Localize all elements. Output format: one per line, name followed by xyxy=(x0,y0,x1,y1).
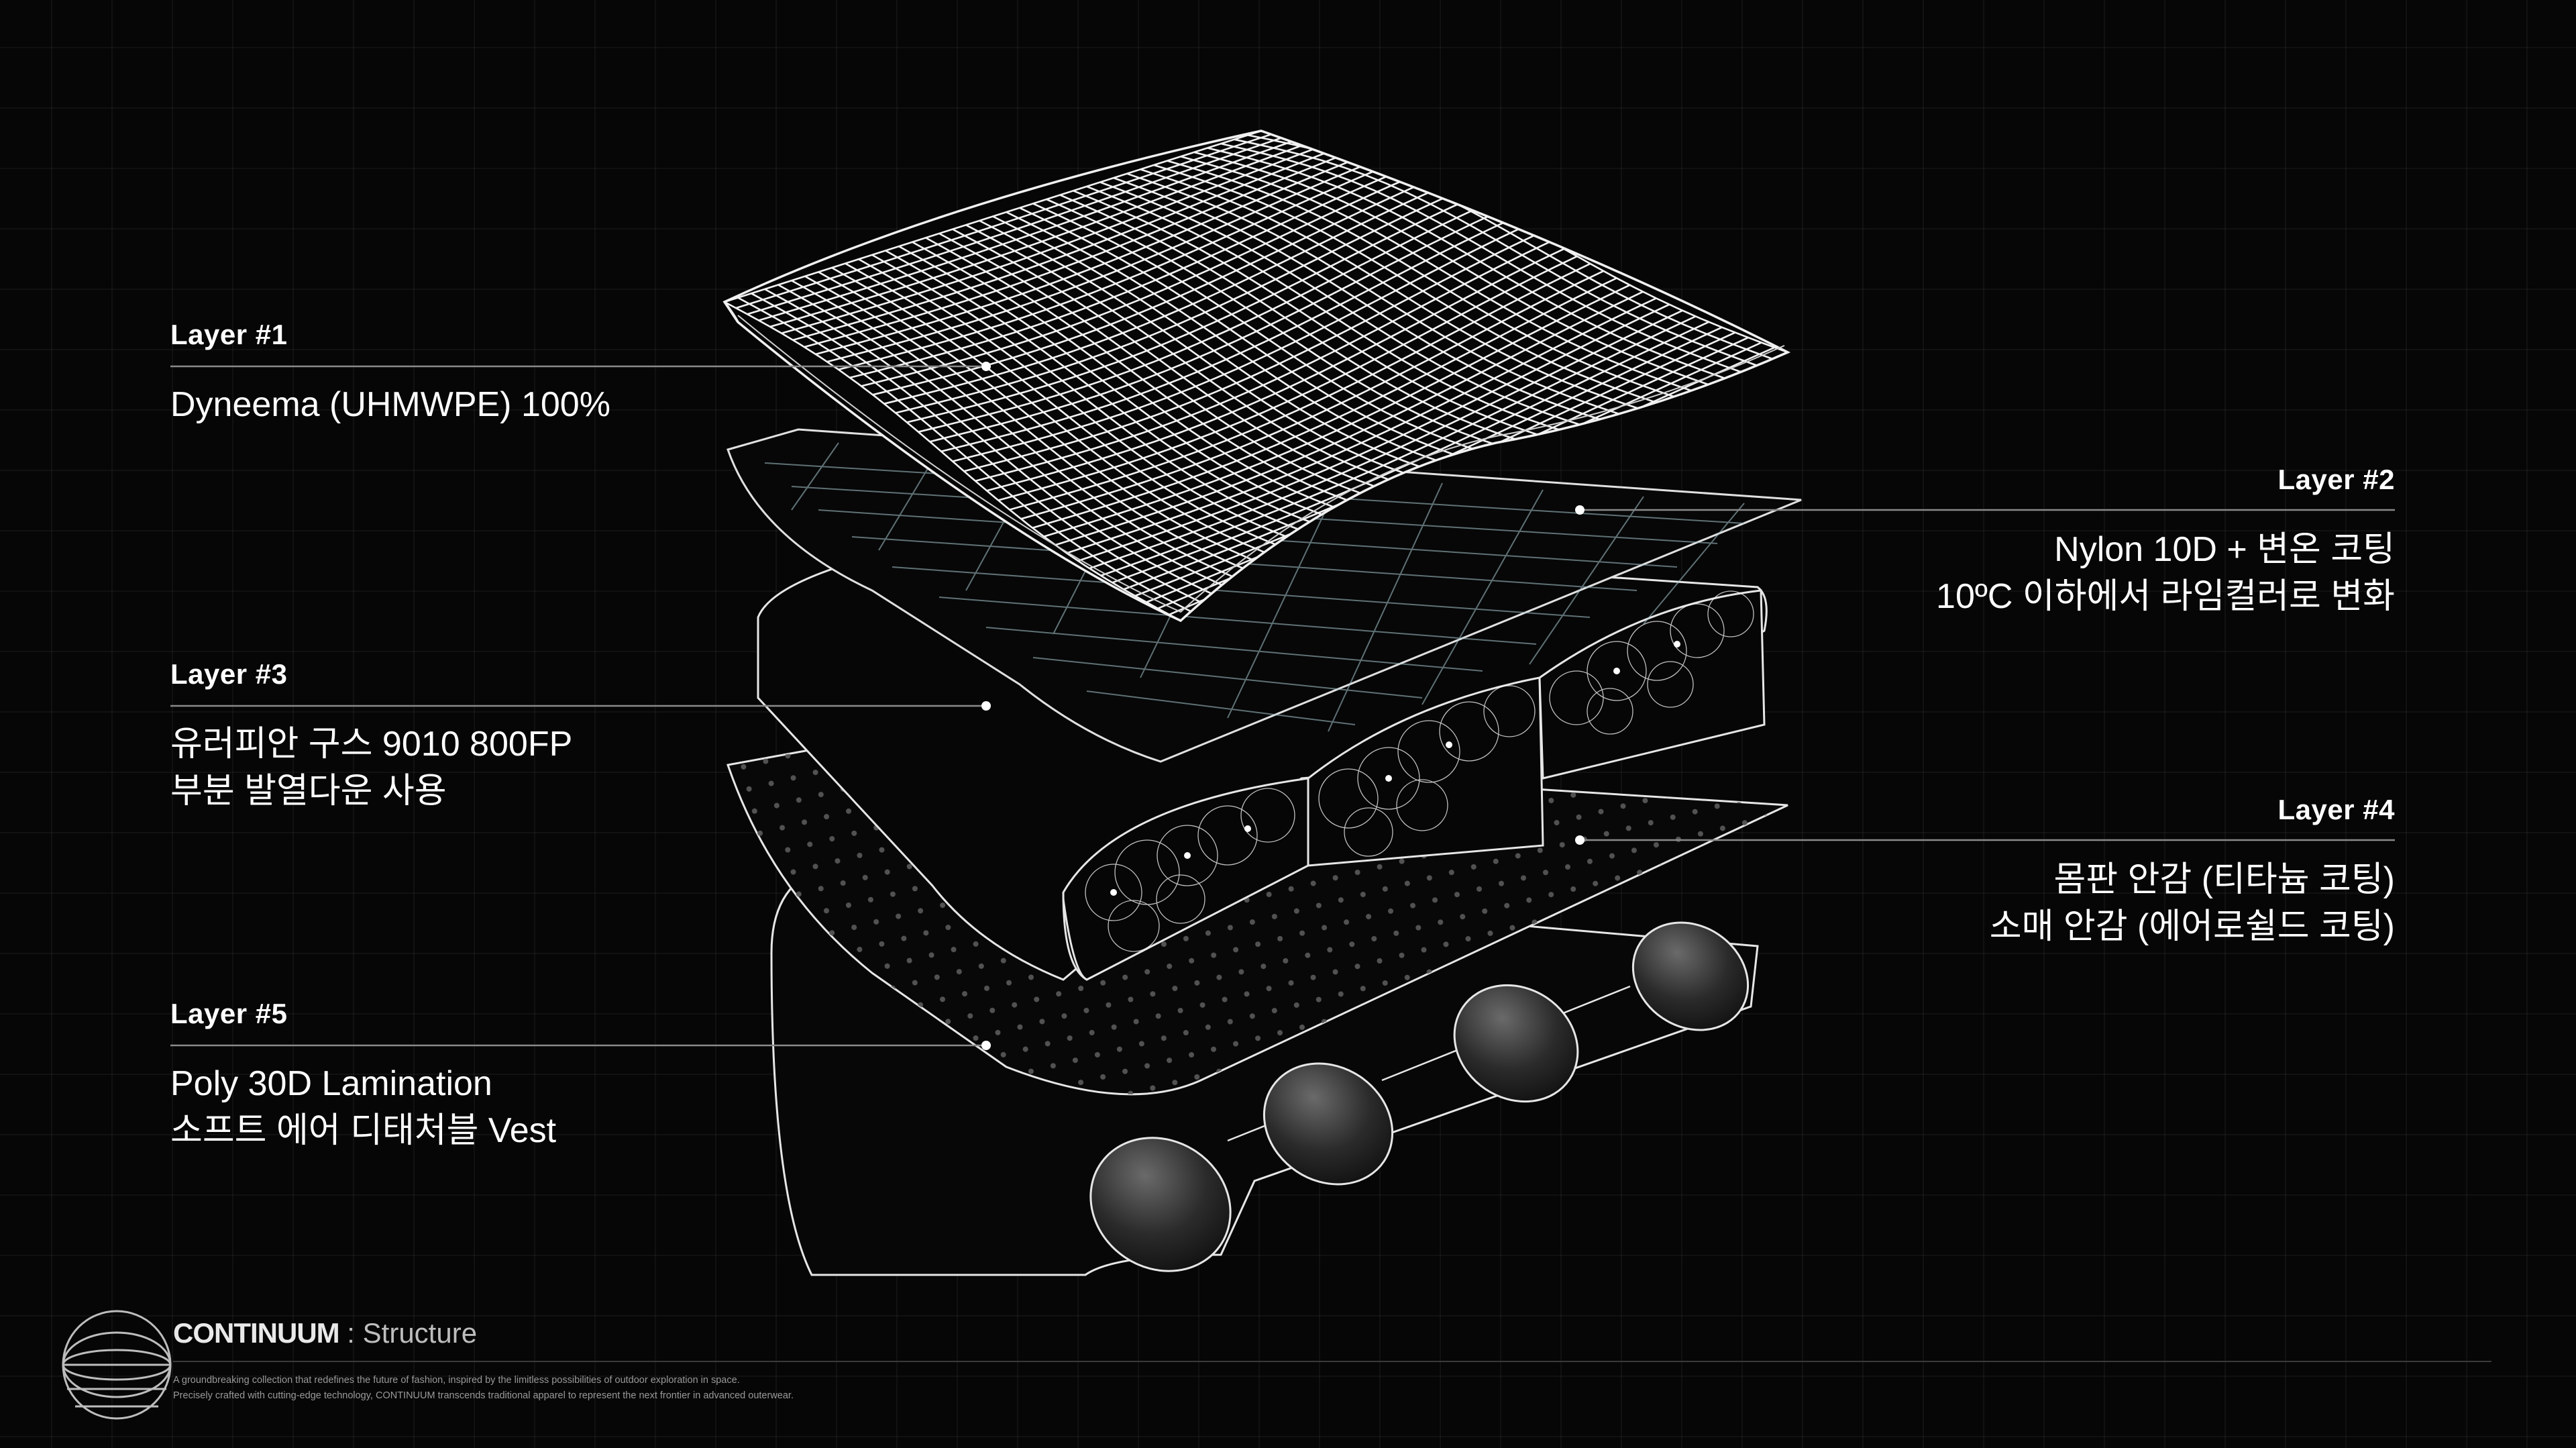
grid-line xyxy=(1032,277,1617,529)
tube-end-3 xyxy=(1453,984,1579,1103)
footer-description: A groundbreaking collection that redefin… xyxy=(173,1373,794,1404)
layer-2-title: Layer #2 xyxy=(2277,464,2395,495)
layer-5-desc: Poly 30D Lamination 소프트 에어 디태처블 Vest xyxy=(170,1060,556,1154)
grid-line xyxy=(1153,164,1667,407)
layer-2-label: Layer #2 xyxy=(2278,466,2395,494)
leader-lines xyxy=(170,365,2395,1047)
grid-line xyxy=(1059,194,1560,454)
layer-2-line-2: 10ºC 이하에서 라임컬러로 변화 xyxy=(1936,577,2395,616)
layer-1-label: Layer #1 xyxy=(170,321,287,349)
grid-line xyxy=(963,233,1538,472)
layer-4-line-1: 몸판 안감 (티타늄 코팅) xyxy=(2053,860,2395,899)
grid-line xyxy=(1055,291,1644,546)
grid-line xyxy=(1020,270,1604,520)
grid-line xyxy=(975,240,1552,482)
layer-1-grid xyxy=(722,130,1791,623)
grid-line xyxy=(998,255,1578,501)
grid-line xyxy=(1086,185,1591,441)
tube-end-1 xyxy=(1089,1137,1232,1272)
grid-line xyxy=(986,248,1564,492)
grid-line xyxy=(1234,138,1758,367)
grid-line xyxy=(1009,262,1591,511)
layer-1-line-1: Dyneema (UHMWPE) 100% xyxy=(170,385,610,424)
grid-line xyxy=(952,225,1525,462)
grid-line xyxy=(1019,207,1515,474)
brand-name: CONTINUUM xyxy=(173,1317,340,1349)
grid-line xyxy=(1126,172,1637,421)
down-clusters xyxy=(1085,590,1754,952)
brand-subtitle: Structure xyxy=(362,1317,478,1349)
grid-line xyxy=(1180,156,1697,394)
brand-separator: : xyxy=(339,1317,363,1349)
layer-3-label: Layer #3 xyxy=(170,660,287,688)
layer-3-line-1: 유러피안 구스 9010 800FP xyxy=(170,725,573,764)
grid-line xyxy=(1043,284,1631,537)
grid-line xyxy=(1113,176,1621,427)
grid-line xyxy=(1220,142,1743,374)
layer-3-line-2: 부분 발열다운 사용 xyxy=(170,772,447,811)
grid-line xyxy=(1193,151,1713,387)
footer-brand: CONTINUUM : Structure xyxy=(173,1319,477,1347)
grid-line xyxy=(1032,203,1530,468)
layer-4-desc: 몸판 안감 (티타늄 코팅) 소매 안감 (에어로쉴드 코팅) xyxy=(1990,856,2395,950)
tube-end-4 xyxy=(1631,921,1750,1031)
grid-line xyxy=(1077,303,1670,562)
grid-line xyxy=(1140,168,1652,414)
layer-2-line-1: Nylon 10D + 변온 코팅 xyxy=(2054,530,2395,569)
leader-points xyxy=(981,362,1585,1050)
wireframe-sphere-icon xyxy=(62,1310,172,1420)
layer-4-label: Layer #4 xyxy=(2278,796,2395,824)
layer-4-title: Layer #4 xyxy=(2277,794,2395,825)
grid-line xyxy=(1006,211,1500,481)
down-sparkles xyxy=(1110,641,1680,896)
footer-divider xyxy=(173,1361,2491,1362)
grid-line xyxy=(1066,297,1657,554)
grid-line xyxy=(1112,321,1709,584)
tube-end-2 xyxy=(1263,1062,1394,1186)
grid-line xyxy=(1046,198,1546,461)
layer-3-desc: 유러피안 구스 9010 800FP 부분 발열다운 사용 xyxy=(170,721,572,815)
layer-1-desc: Dyneema (UHMWPE) 100% xyxy=(170,381,610,428)
footer-desc-line-2: Precisely crafted with cutting-edge tech… xyxy=(173,1390,794,1401)
layer-4-line-2: 소매 안감 (에어로쉴드 코팅) xyxy=(1989,907,2395,946)
grid-line xyxy=(1089,309,1683,570)
grid-line xyxy=(1167,160,1682,401)
grid-line xyxy=(1073,190,1576,448)
layer-5-line-1: Poly 30D Lamination xyxy=(170,1064,492,1103)
layer-5-label: Layer #5 xyxy=(170,1000,287,1028)
grid-line xyxy=(1100,315,1697,577)
grid-line xyxy=(1207,147,1727,380)
footer-desc-line-1: A groundbreaking collection that redefin… xyxy=(173,1375,740,1386)
layer-3-title: Layer #3 xyxy=(170,658,288,690)
layer-1-title: Layer #1 xyxy=(170,319,288,350)
layer-5-title: Layer #5 xyxy=(170,998,288,1029)
layer-5-line-2: 소프트 에어 디태처블 Vest xyxy=(170,1111,557,1150)
grid-line xyxy=(1099,181,1606,434)
layer-2-desc: Nylon 10D + 변온 코팅 10ºC 이하에서 라임컬러로 변화 xyxy=(1936,526,2395,620)
